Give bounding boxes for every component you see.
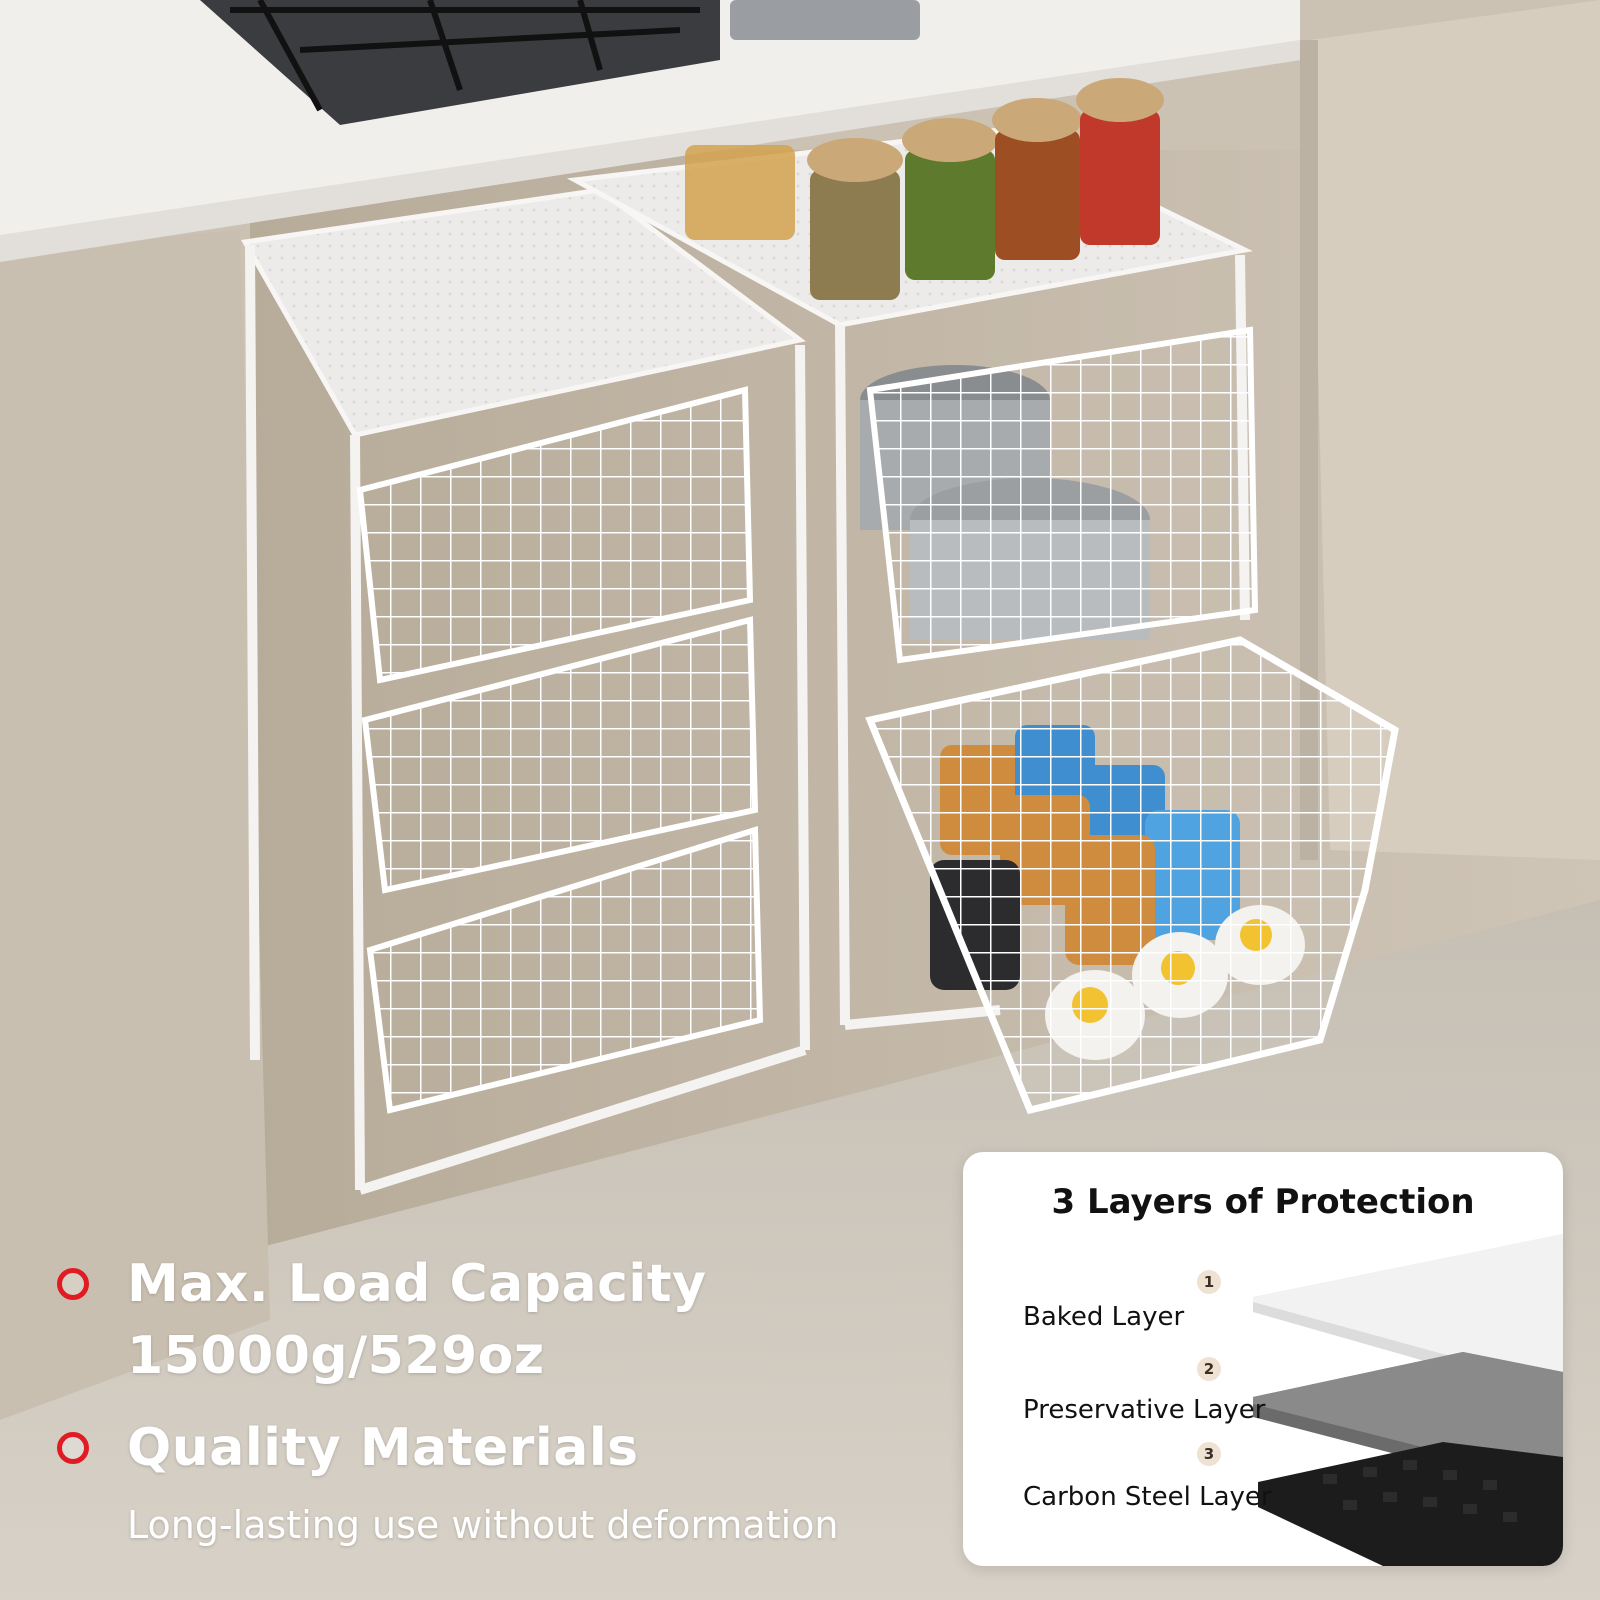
quality-materials-feature: Quality Materials Long-lasting use witho… bbox=[55, 1412, 915, 1562]
preservative-layer-label: Preservative Layer bbox=[1023, 1395, 1266, 1425]
red-ring-bullet-icon bbox=[57, 1432, 89, 1464]
layer-number-badge: 1 bbox=[1197, 1270, 1221, 1294]
load-capacity-value: 15000g/529oz bbox=[127, 1326, 545, 1386]
carbon-steel-layer-label: Carbon Steel Layer bbox=[1023, 1482, 1272, 1512]
load-capacity-title: Max. Load Capacity bbox=[127, 1254, 707, 1314]
load-capacity-feature: Max. Load Capacity 15000g/529oz bbox=[55, 1248, 915, 1398]
baked-layer-label: Baked Layer bbox=[1023, 1302, 1185, 1332]
red-ring-bullet-icon bbox=[57, 1268, 89, 1300]
protection-card-title: 3 Layers of Protection bbox=[1051, 1182, 1475, 1222]
layer-stack-illustration bbox=[1253, 1234, 1563, 1566]
quality-materials-title: Quality Materials bbox=[127, 1418, 639, 1478]
quality-materials-subtitle: Long-lasting use without deformation bbox=[127, 1503, 839, 1547]
protection-layers-card: 3 Layers of Protection 1 Baked Layer 2 P… bbox=[963, 1152, 1563, 1566]
layer-number-badge: 3 bbox=[1197, 1442, 1221, 1466]
layer-number-badge: 2 bbox=[1197, 1357, 1221, 1381]
